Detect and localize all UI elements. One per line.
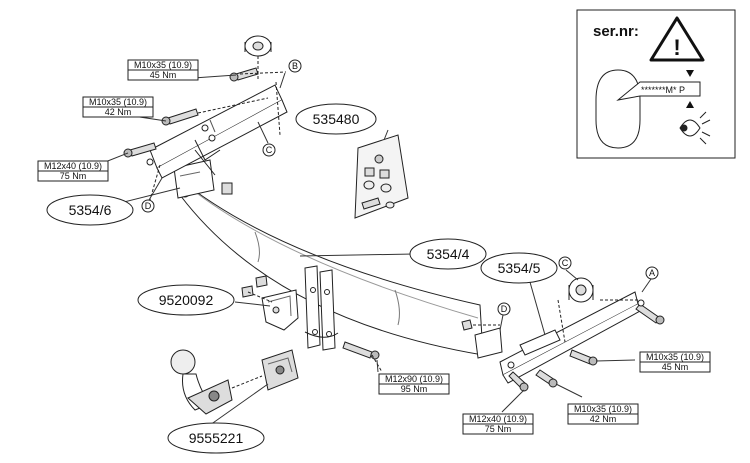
svg-text:5354/6: 5354/6	[69, 202, 112, 218]
bolt-spec-center: M12x90 (10.9) 95 Nm	[378, 373, 450, 395]
part-label-5354-5: 5354/5	[480, 252, 558, 284]
plate-outline	[595, 69, 641, 149]
part-label-9520092: 9520092	[137, 284, 235, 316]
svg-text:535480: 535480	[313, 111, 360, 127]
right-bolts	[507, 299, 665, 392]
part-label-9555221: 9555221	[167, 422, 265, 454]
svg-text:!: !	[673, 35, 680, 60]
arrow-down-icon	[686, 70, 694, 77]
right-side-arm	[499, 291, 643, 384]
part-label-535480: 535480	[295, 103, 377, 135]
svg-text:5354/4: 5354/4	[427, 246, 470, 262]
svg-text:5354/5: 5354/5	[498, 260, 541, 276]
svg-text:42 Nm: 42 Nm	[590, 414, 617, 424]
part-label-5354-4: 5354/4	[409, 238, 487, 270]
left-side-arm	[149, 81, 288, 201]
svg-text:A: A	[649, 268, 655, 278]
top-flange	[244, 35, 272, 80]
svg-text:75 Nm: 75 Nm	[485, 424, 512, 434]
eye-icon	[679, 111, 711, 145]
bolt-spec-br-mid: M10x35 (10.9) 42 Nm	[567, 403, 639, 425]
bolt-spec-tl-top: M10x35 (10.9) 45 Nm	[127, 59, 199, 81]
marker-a: A	[645, 266, 659, 280]
marker-c-right: C	[558, 256, 572, 270]
svg-text:M10x35 (10.9): M10x35 (10.9)	[574, 404, 632, 414]
left-bolts	[123, 67, 287, 166]
svg-text:M10x35 (10.9): M10x35 (10.9)	[89, 97, 147, 107]
bracket-9520092	[241, 275, 299, 331]
bar-nut	[221, 182, 233, 195]
right-end-plate	[461, 319, 503, 359]
svg-text:45 Nm: 45 Nm	[150, 70, 177, 80]
kit-535480	[354, 134, 409, 219]
svg-text:M12x90 (10.9): M12x90 (10.9)	[385, 374, 443, 384]
svg-text:B: B	[292, 61, 298, 71]
part-label-5354-6: 5354/6	[46, 194, 134, 226]
serial-title: ser.nr:	[593, 23, 639, 40]
marker-c-left: C	[262, 143, 276, 157]
svg-text:M10x35 (10.9): M10x35 (10.9)	[134, 60, 192, 70]
warning-triangle-icon: !	[649, 16, 705, 62]
svg-text:D: D	[145, 201, 152, 211]
svg-text:9520092: 9520092	[159, 292, 214, 308]
bolt-spec-tl-mid: M10x35 (10.9) 42 Nm	[82, 96, 154, 118]
svg-text:42 Nm: 42 Nm	[105, 107, 132, 117]
svg-text:C: C	[266, 145, 273, 155]
bolt-spec-br-right: M10x35 (10.9) 45 Nm	[639, 351, 711, 373]
left-end-plate	[173, 159, 215, 199]
svg-text:M12x40 (10.9): M12x40 (10.9)	[44, 161, 102, 171]
svg-text:95 Nm: 95 Nm	[401, 384, 428, 394]
marker-d-left: D	[141, 199, 155, 213]
marker-b: B	[288, 59, 302, 73]
center-bracket	[304, 265, 383, 373]
svg-text:9555221: 9555221	[189, 430, 244, 446]
bolt-spec-br-left: M12x40 (10.9) 75 Nm	[462, 413, 534, 435]
svg-text:D: D	[501, 304, 508, 314]
arrow-up-icon	[686, 101, 694, 108]
marker-d-right: D	[497, 302, 511, 316]
svg-text:45 Nm: 45 Nm	[662, 362, 689, 372]
svg-text:M10x35 (10.9): M10x35 (10.9)	[646, 352, 704, 362]
svg-text:C: C	[562, 258, 569, 268]
serial-code: *******M* P	[641, 85, 685, 95]
bolt-spec-tl-low: M12x40 (10.9) 75 Nm	[37, 160, 109, 182]
serial-number-panel: ser.nr: ! *******M* P	[576, 9, 736, 159]
svg-text:M12x40 (10.9): M12x40 (10.9)	[469, 414, 527, 424]
svg-text:75 Nm: 75 Nm	[60, 171, 87, 181]
right-flange	[568, 277, 594, 303]
towball-9555221	[170, 349, 299, 415]
serial-plate	[616, 81, 701, 101]
